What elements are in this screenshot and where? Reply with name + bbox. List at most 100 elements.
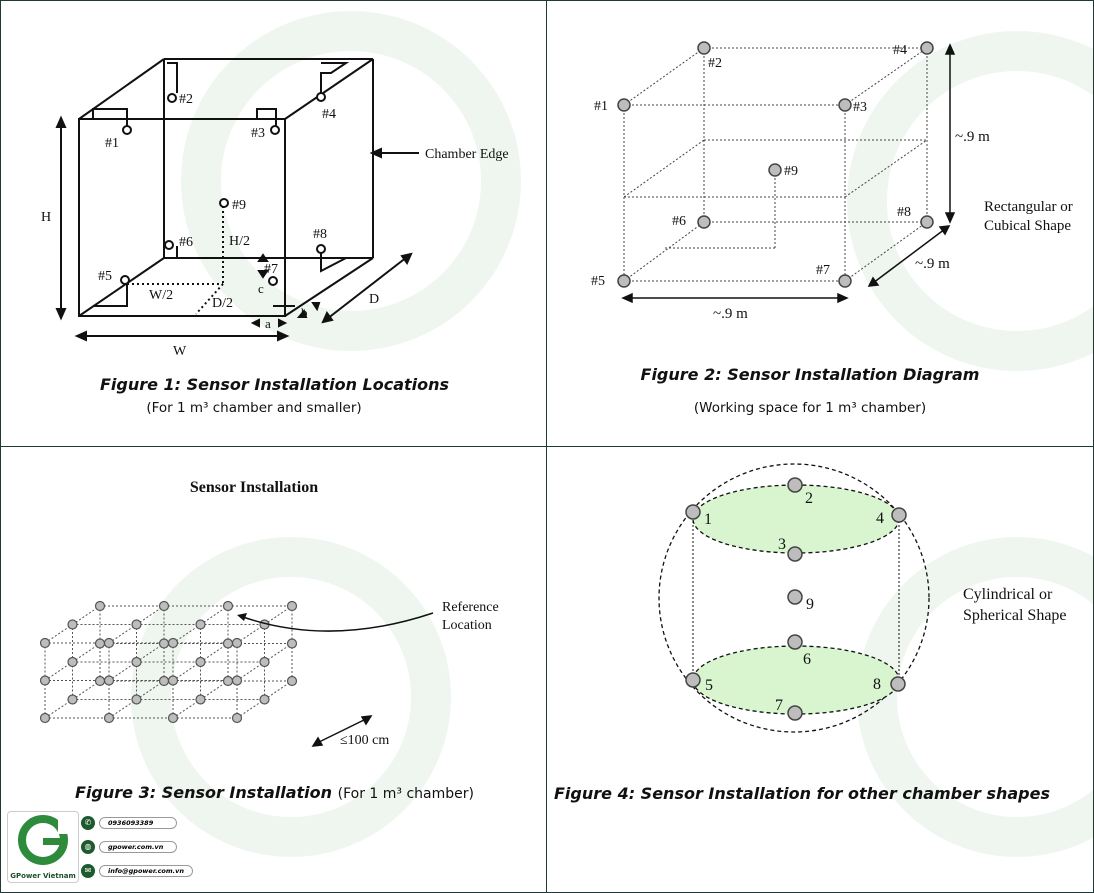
sensor-label-6: #6 — [672, 214, 686, 229]
phone-icon: ✆ — [81, 816, 95, 830]
offset-c-label: c — [258, 281, 264, 296]
sensor-label-1: 1 — [704, 511, 712, 528]
rectangular-working-space-diagram: #1 #2 #3 #4 #5 #6 #7 #8 #9 ~.9 m ~.9 m ~… — [591, 41, 1073, 322]
figure-4-panel: 1 2 3 4 5 6 7 8 9 Cylindrical or Spheric… — [546, 446, 1094, 893]
sensor-7-marker — [268, 276, 278, 286]
sensor-5-marker — [617, 274, 631, 288]
email-row: ✉ info@gpower.com.vn — [81, 863, 194, 879]
figure-3-title-row: Figure 3: Sensor Installation (For 1 m³ … — [1, 783, 546, 802]
grid-sensor-point — [158, 675, 170, 687]
sensor-6-marker — [697, 215, 711, 229]
grid-sensor-point — [195, 694, 206, 705]
top-ellipse — [692, 484, 900, 554]
sensor-9-marker — [787, 589, 803, 605]
grid-sensor-point — [94, 675, 106, 687]
watermark-logo — [181, 11, 521, 351]
grid-sensor-point — [67, 619, 78, 630]
shape-label-line-1: Rectangular or — [984, 199, 1073, 215]
figure-1-panel: #1 #2 #3 #4 #5 #6 #7 #8 #9 Chamber Edge … — [0, 0, 547, 447]
reference-label-line-1: Reference — [442, 600, 499, 615]
spacing-label: ≤100 cm — [340, 733, 389, 748]
reference-label-line-2: Location — [442, 618, 492, 633]
grid-sensor-point — [259, 656, 270, 668]
grid-sensor-point — [103, 675, 115, 686]
grid-sensor-point — [131, 694, 142, 705]
sensor-label-4: #4 — [893, 43, 907, 58]
sensor-label-5: 5 — [705, 677, 713, 694]
sensor-2-marker — [167, 93, 177, 103]
phone-row: ✆ 0936093389 — [81, 815, 177, 831]
globe-icon: ◍ — [81, 840, 95, 854]
grid-sensor-point — [222, 638, 234, 649]
sensor-9-marker — [768, 163, 782, 177]
sensor-2-marker — [787, 477, 803, 493]
offset-b-label: b — [301, 305, 308, 320]
figure-2-subtitle: (Working space for 1 m³ chamber) — [693, 400, 927, 416]
sensor-9-marker — [219, 198, 229, 208]
sensor-label-3: #3 — [251, 126, 265, 141]
depth-dimension-label: ~.9 m — [915, 256, 950, 272]
sensor-label-6: 6 — [803, 651, 811, 668]
sensor-label-2: #2 — [179, 92, 193, 107]
sensor-3-marker — [270, 125, 280, 135]
sensor-label-7: #7 — [264, 262, 278, 277]
brand-name: GPower Vietnam — [10, 872, 76, 880]
figure-3-title-suffix: (For 1 m³ chamber) — [337, 786, 474, 802]
grid-sensor-point — [222, 600, 234, 612]
sensor-7-marker — [838, 274, 852, 288]
sensor-label-2: 2 — [805, 490, 813, 507]
grid-sensor-point — [195, 656, 206, 668]
figure-3-title: Figure 3: Sensor Installation — [75, 783, 333, 802]
grid-sensor-point — [222, 675, 234, 687]
shape-label-line-1: Cylindrical or — [963, 586, 1053, 603]
sensor-label-8: #8 — [313, 227, 327, 242]
grid-sensor-point — [131, 619, 142, 630]
figure-1-subtitle: (For 1 m³ chamber and smaller) — [146, 400, 362, 416]
sensor-label-8: 8 — [873, 676, 881, 693]
grid-sensor-point — [94, 638, 106, 649]
depth-label: D — [369, 292, 379, 307]
grid-sensor-point — [231, 712, 243, 724]
phone-number[interactable]: 0936093389 — [99, 817, 177, 829]
height-label: H — [41, 210, 51, 225]
sensor-4-marker — [316, 92, 326, 102]
shape-label-line-2: Spherical Shape — [963, 607, 1067, 624]
grid-sensor-point — [67, 656, 78, 668]
sensor-label-7: 7 — [775, 697, 783, 714]
figure-3-heading: Sensor Installation — [190, 479, 318, 496]
chamber-edge-label: Chamber Edge — [425, 147, 509, 162]
figure-2-panel: #1 #2 #3 #4 #5 #6 #7 #8 #9 ~.9 m ~.9 m ~… — [546, 0, 1094, 447]
website-link[interactable]: gpower.com.vn — [99, 841, 177, 853]
sensor-label-7: #7 — [816, 263, 830, 278]
email-link[interactable]: info@gpower.com.vn — [99, 865, 194, 877]
half-depth-label: D/2 — [212, 296, 233, 311]
grid-sensor-point — [39, 675, 51, 686]
website-row: ◍ gpower.com.vn — [81, 839, 177, 855]
grid-sensor-point — [103, 712, 115, 724]
bottom-ellipse — [692, 645, 900, 715]
grid-sensor-point — [286, 600, 298, 612]
width-dimension-label: ~.9 m — [713, 306, 748, 322]
grid-sensor-point — [167, 637, 179, 649]
half-height-label: H/2 — [229, 234, 250, 249]
sensor-8-marker — [890, 676, 906, 692]
sensor-label-8: #8 — [897, 205, 911, 220]
grid-sensor-point — [286, 675, 298, 687]
grid-sensor-point — [94, 600, 106, 612]
figure-4-title: Figure 4: Sensor Installation for other … — [554, 784, 1050, 803]
grid-sensor-point — [158, 600, 170, 612]
figure-1-title: Figure 1: Sensor Installation Locations — [99, 375, 450, 394]
sensor-label-9: 9 — [806, 596, 814, 613]
offset-a-label: a — [265, 316, 271, 331]
sensor-label-4: 4 — [876, 510, 884, 527]
figure-2-title: Figure 2: Sensor Installation Diagram — [640, 365, 980, 384]
sensor-label-1: #1 — [594, 99, 608, 114]
grid-sensor-point — [259, 694, 270, 705]
sensor-4-marker — [920, 41, 934, 55]
sensor-label-3: 3 — [778, 536, 786, 553]
mail-icon: ✉ — [81, 864, 95, 878]
sensor-label-1: #1 — [105, 136, 119, 151]
half-width-label: W/2 — [149, 288, 173, 303]
sensor-label-4: #4 — [322, 107, 336, 122]
